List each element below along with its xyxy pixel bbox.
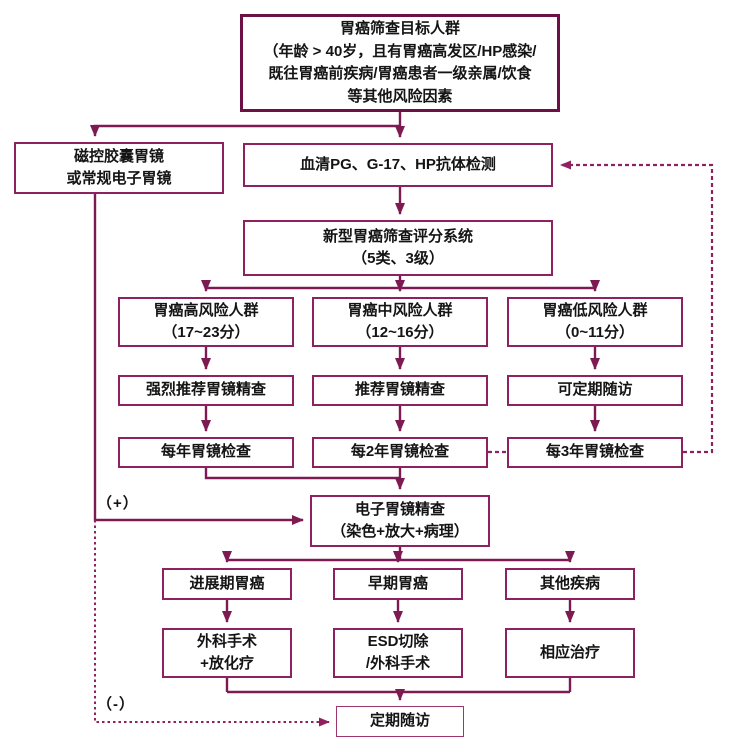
node-line: 胃癌筛查目标人群: [339, 20, 460, 37]
node-other-disease: 其他疾病: [505, 568, 635, 600]
node-line: ESD切除: [367, 632, 429, 650]
connector-treatment-merge: [225, 678, 572, 694]
node-line: （17~23分）: [162, 324, 250, 341]
node-two-year-check: 每2年胃镜检查: [312, 437, 488, 468]
negative-result-label: （-）: [97, 696, 135, 713]
connector-negative-path: [94, 520, 330, 727]
node-line: （0~11分）: [556, 324, 634, 341]
node-scoring-system: 新型胃癌筛查评分系统 （5类、3级）: [243, 220, 553, 276]
node-line: 进展期胃癌: [189, 574, 265, 592]
node-corresponding-treatment: 相应治疗: [505, 628, 635, 678]
node-line: 可定期随访: [557, 381, 633, 399]
node-line: /外科手术: [365, 655, 431, 672]
connector-target-branch: [90, 112, 402, 137]
node-line: 磁控胶囊胃镜: [73, 147, 164, 165]
node-line: 血清PG、G-17、HP抗体检测: [300, 155, 496, 173]
node-early-cancer: 早期胃癌: [333, 568, 463, 600]
node-line: 外科手术: [196, 632, 257, 650]
node-esd-surgery: ESD切除 /外科手术: [333, 628, 463, 678]
node-optional-followup: 可定期随访: [507, 375, 683, 406]
node-strong-recommend: 强烈推荐胃镜精查: [118, 375, 294, 406]
node-line: （5类、3级）: [352, 250, 444, 267]
node-line: 或常规电子胃镜: [66, 170, 172, 187]
node-line: 早期胃癌: [367, 574, 428, 592]
positive-result-label: （+）: [97, 495, 139, 512]
node-capsule-endoscopy: 磁控胶囊胃镜 或常规电子胃镜: [14, 142, 224, 194]
node-regular-followup: 定期随访: [336, 706, 464, 737]
node-mid-risk: 胃癌中风险人群 （12~16分）: [312, 297, 488, 347]
node-high-risk: 胃癌高风险人群 （17~23分）: [118, 297, 294, 347]
node-detailed-endoscopy: 电子胃镜精查 （染色+放大+病理）: [310, 495, 490, 547]
node-line: 胃癌中风险人群: [347, 301, 453, 319]
node-serum-test: 血清PG、G-17、HP抗体检测: [243, 143, 553, 187]
node-line: 新型胃癌筛查评分系统: [322, 227, 473, 245]
node-line: 强烈推荐胃镜精查: [145, 381, 266, 399]
node-line: 电子胃镜精查: [354, 500, 445, 518]
node-line: （12~16分）: [356, 324, 444, 341]
node-line: 每2年胃镜检查: [350, 443, 450, 461]
node-line: 既往胃癌前疾病/胃癌患者一级亲属/饮食: [268, 65, 532, 82]
connector-endoscopy-split: [227, 547, 570, 562]
node-line: 每年胃镜检查: [160, 443, 251, 461]
node-line: （染色+放大+病理）: [331, 523, 469, 540]
node-three-year-check: 每3年胃镜检查: [507, 437, 683, 468]
node-target-population: 胃癌筛查目标人群 （年龄 > 40岁，且有胃癌高发区/HP感染/ 既往胃癌前疾病…: [240, 14, 560, 112]
connector-loop-to-serum: [560, 160, 714, 454]
node-surgery-chemo: 外科手术 +放化疗: [162, 628, 292, 678]
node-line: （年龄 > 40岁，且有胃癌高发区/HP感染/: [263, 42, 537, 60]
node-line: 定期随访: [369, 712, 430, 730]
node-yearly-check: 每年胃镜检查: [118, 437, 294, 468]
node-line: 等其他风险因素: [347, 87, 453, 105]
node-line: 胃癌高风险人群: [153, 301, 259, 319]
node-line: +放化疗: [200, 655, 254, 672]
connector-scoring-split: [206, 276, 595, 290]
node-line: 胃癌低风险人群: [542, 301, 648, 319]
connector-check-merge: [204, 468, 400, 480]
node-recommend: 推荐胃镜精查: [312, 375, 488, 406]
node-advanced-cancer: 进展期胃癌: [162, 568, 292, 600]
node-line: 其他疾病: [539, 574, 600, 592]
node-line: 每3年胃镜检查: [545, 443, 645, 461]
node-line: 相应治疗: [539, 643, 600, 661]
node-low-risk: 胃癌低风险人群 （0~11分）: [507, 297, 683, 347]
node-line: 推荐胃镜精查: [354, 381, 445, 399]
